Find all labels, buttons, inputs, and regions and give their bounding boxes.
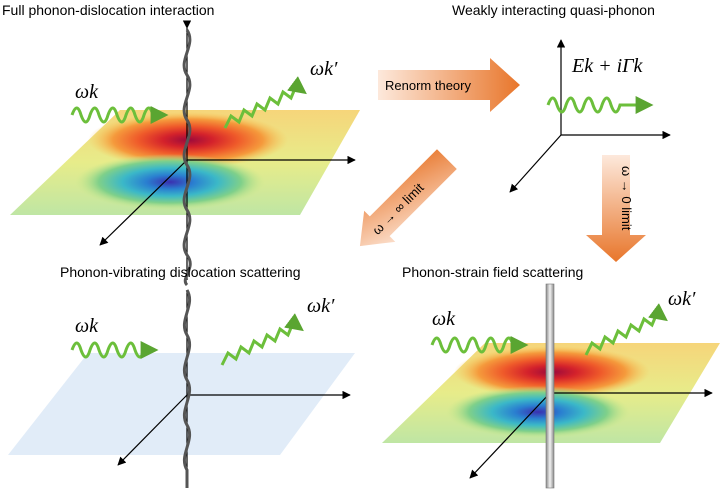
omega-k-label: ωk bbox=[75, 315, 99, 337]
panel-title-full-interaction: Full phonon-dislocation interaction bbox=[2, 2, 214, 18]
y-axis bbox=[117, 394, 188, 466]
scattered-phonon-wave bbox=[223, 76, 307, 129]
y-axis bbox=[469, 392, 551, 479]
quasi-phonon-wave bbox=[546, 96, 654, 114]
panel-title-strain-field: Phonon-strain field scattering bbox=[402, 264, 583, 280]
strain-lobe-compression bbox=[446, 386, 630, 438]
panel-vibrating-dislocation: Phonon-vibrating dislocation scattering … bbox=[8, 264, 355, 488]
high-frequency-limit-arrow: ω → ∞ limit bbox=[359, 149, 457, 247]
complex-energy-label: Ek + iΓk bbox=[571, 55, 644, 77]
panel-title-quasi-phonon: Weakly interacting quasi-phonon bbox=[452, 2, 655, 18]
incident-phonon-wave bbox=[430, 336, 529, 354]
omega-k-label: ωk bbox=[75, 81, 99, 103]
renorm-theory-label: Renorm theory bbox=[385, 78, 471, 93]
scattered-phonon-wave bbox=[584, 303, 668, 356]
vibrating-dislocation-line bbox=[182, 29, 192, 287]
panel-quasi-phonon: Weakly interacting quasi-phonon Ek + iΓk bbox=[452, 2, 671, 193]
omega-k-label: ωk bbox=[432, 308, 456, 330]
omega-k-prime-label: ωk′ bbox=[307, 295, 335, 317]
scattered-phonon-wave bbox=[220, 313, 304, 366]
omega-k-prime-label: ωk′ bbox=[310, 58, 338, 80]
low-frequency-limit-label: ω → 0 limit bbox=[619, 166, 634, 231]
strain-lobe-compression bbox=[75, 154, 265, 210]
renorm-theory-arrow: Renorm theory bbox=[378, 58, 520, 112]
static-dislocation-rod bbox=[545, 283, 555, 489]
panel-strain-field: Phonon-strain field scattering ωk ωk′ bbox=[382, 264, 720, 489]
incident-phonon-wave bbox=[70, 341, 159, 359]
low-frequency-limit-arrow: ω → 0 limit bbox=[586, 155, 646, 262]
vibrating-dislocation-line bbox=[182, 289, 192, 488]
glide-plane bbox=[8, 353, 355, 455]
y-axis bbox=[99, 159, 188, 246]
panel-full-interaction: Full phonon-dislocation interaction ωk ω… bbox=[2, 2, 360, 287]
panel-title-vibrating-dislocation: Phonon-vibrating dislocation scattering bbox=[60, 264, 300, 280]
omega-k-prime-label: ωk′ bbox=[668, 288, 696, 310]
y-axis bbox=[509, 134, 562, 193]
incident-phonon-wave bbox=[70, 106, 169, 124]
